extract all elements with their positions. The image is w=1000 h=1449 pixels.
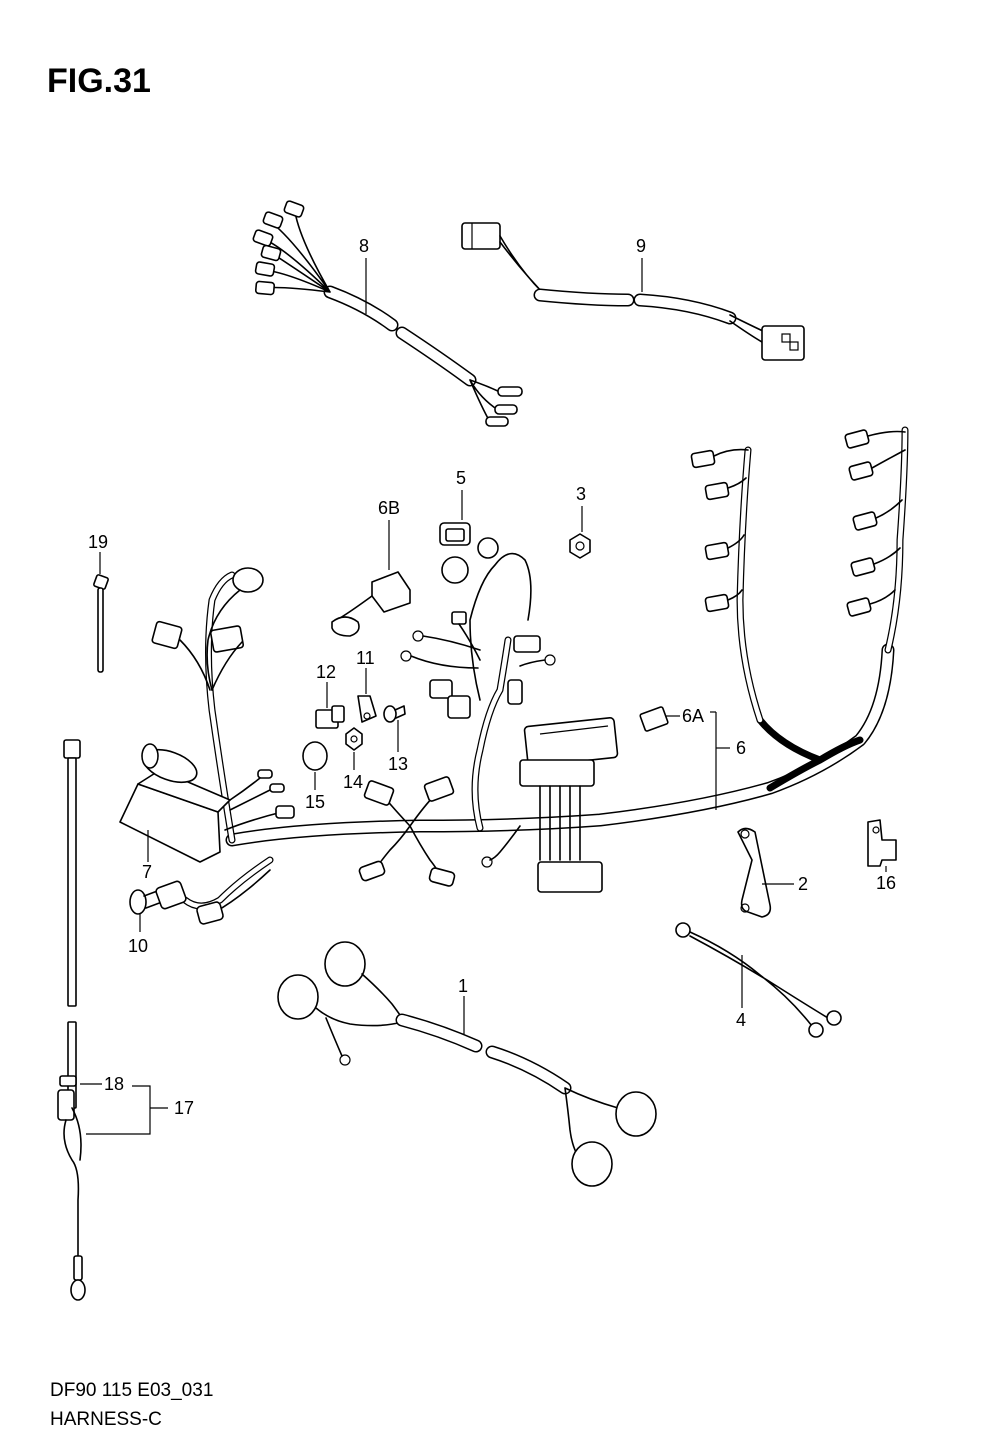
part-13-screw[interactable]: 13 <box>383 705 408 774</box>
part-9-extension-harness[interactable]: 9 <box>461 222 805 361</box>
callout-5: 5 <box>456 468 466 488</box>
callout-7: 7 <box>142 862 152 882</box>
callout-13: 13 <box>388 754 408 774</box>
part-14-nut[interactable]: 14 <box>343 727 363 792</box>
part-3-nut[interactable]: 3 <box>569 484 591 559</box>
part-12-relay-small[interactable]: 12 <box>315 662 345 729</box>
callout-12: 12 <box>316 662 336 682</box>
part-15-grommet[interactable]: 15 <box>302 741 328 812</box>
part-10-bolt[interactable]: 10 <box>128 880 224 956</box>
callout-4: 4 <box>736 1010 746 1030</box>
callout-15: 15 <box>305 792 325 812</box>
part-6b-relay[interactable]: 6B <box>331 498 411 637</box>
part-6-main-harness[interactable]: 6 <box>181 426 909 913</box>
callout-8: 8 <box>359 236 369 256</box>
harness-left-connectors <box>151 567 264 691</box>
part-11-bracket[interactable]: 11 <box>356 648 377 723</box>
callout-17: 17 <box>174 1098 194 1118</box>
part-18-fuse[interactable]: 18 <box>59 1074 124 1094</box>
figure-name: HARNESS-C <box>50 1409 162 1430</box>
part-5-connector-cap[interactable]: 5 <box>439 468 471 546</box>
part-1-lead-harness[interactable]: 1 <box>277 941 657 1187</box>
part-8-sub-harness[interactable]: 8 <box>252 200 523 427</box>
callout-16: 16 <box>876 873 896 893</box>
callout-3: 3 <box>576 484 586 504</box>
callout-10: 10 <box>128 936 148 956</box>
callout-14: 14 <box>343 772 363 792</box>
callout-6: 6 <box>736 738 746 758</box>
part-7-rectifier-regulator[interactable]: 7 <box>119 743 295 882</box>
part-6a-fuse[interactable]: 6A <box>639 706 704 732</box>
part-2-clamp-bracket[interactable]: 2 <box>737 827 808 918</box>
part-4-ground-lead[interactable]: 4 <box>675 922 842 1038</box>
callout-6b: 6B <box>378 498 400 518</box>
callout-9: 9 <box>636 236 646 256</box>
callout-6a: 6A <box>682 706 704 726</box>
figure-code: DF90 115 E03_031 <box>50 1380 214 1401</box>
part-19-cable-tie[interactable]: 19 <box>88 532 109 673</box>
callout-1: 1 <box>458 976 468 996</box>
callout-19: 19 <box>88 532 108 552</box>
callout-11: 11 <box>356 648 375 668</box>
figure-title: FIG.31 <box>47 62 151 100</box>
part-16-clip[interactable]: 16 <box>867 819 897 893</box>
callout-18: 18 <box>104 1074 124 1094</box>
callout-2: 2 <box>798 874 808 894</box>
